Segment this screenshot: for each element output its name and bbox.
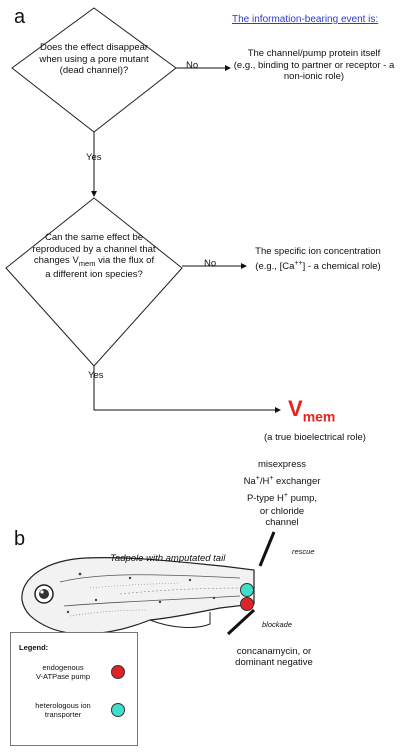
panel-b-label: b <box>14 528 26 550</box>
ptype-post: pump, <box>288 493 318 505</box>
legend-item-2-line2: transporter <box>44 710 82 719</box>
ptype-text: P-type H+ pump, <box>222 489 342 506</box>
result-ion-detail-sup: ++ <box>294 259 303 267</box>
result-ion-detail-post: ] - a chemical role) <box>302 260 381 272</box>
legend-item-1: endogenous V-ATPase pump <box>21 663 105 681</box>
exchanger-text: Na+/H+ exchanger <box>222 472 342 489</box>
result-ion-detail-pre: (e.g., [Ca <box>255 260 295 272</box>
result-protein-title: The channel/pump protein itself <box>247 48 381 59</box>
no-label-1: No <box>186 60 199 71</box>
yes-label-1: Yes <box>86 152 102 163</box>
no-label-2: No <box>204 258 217 269</box>
chloride-line2: channel <box>265 517 299 529</box>
misexpress-block: misexpress Na+/H+ exchanger P-type H+ pu… <box>222 458 342 528</box>
legend-item-2-line1: heterologous ion <box>35 701 91 710</box>
legend-item-1-line1: endogenous <box>42 663 84 672</box>
decision-diamond-2 <box>5 197 183 367</box>
exchanger-sup2: + <box>269 475 274 482</box>
info-event-header: The information-bearing event is: <box>232 14 379 25</box>
blockade-label: blockade <box>262 620 293 629</box>
chloride-line1: or chloride <box>259 506 305 518</box>
question-2-tail: via the flux of a different ion species? <box>45 255 155 281</box>
vmem-result: Vmem <box>288 396 335 424</box>
exchanger-pre: Na <box>243 476 256 488</box>
exchanger-post: exchanger <box>273 476 321 488</box>
vmem-main: V <box>288 396 303 421</box>
panel-a-label: a <box>14 6 26 28</box>
question-2-sub: mem <box>78 258 96 268</box>
legend-red-dot <box>111 665 125 679</box>
rescue-label: rescue <box>292 547 315 556</box>
question-2: Can the same effect be reproduced by a c… <box>30 232 158 281</box>
legend-title: Legend: <box>19 643 49 652</box>
question-2-text: Can the same effect be reproduced by a c… <box>32 232 156 266</box>
vatpase-pump-dot <box>240 597 254 611</box>
misexpress-text: misexpress <box>257 459 307 470</box>
legend-cyan-dot <box>111 703 125 717</box>
vmem-sub: mem <box>302 408 336 425</box>
heterologous-transporter-dot <box>240 583 254 597</box>
result-ion-detail: (e.g., [Ca++] - a chemical role) <box>248 258 388 273</box>
ptype-pre: P-type H <box>246 493 284 505</box>
result-protein-detail: (e.g., binding to partner or receptor - … <box>233 59 395 83</box>
blocker-line1: concanamycin, or <box>236 646 312 657</box>
tadpole-drawing <box>21 557 255 635</box>
legend-box: Legend: endogenous V-ATPase pump heterol… <box>10 632 138 746</box>
legend-item-1-line2: V-ATPase pump <box>35 672 91 681</box>
result-protein: The channel/pump protein itself (e.g., b… <box>232 48 396 83</box>
blocker-line2: dominant negative <box>235 657 313 668</box>
ptype-sup: + <box>283 492 288 500</box>
legend-item-2: heterologous ion transporter <box>21 701 105 719</box>
result-ion-title: The specific ion concentration <box>255 246 381 257</box>
tadpole-caption: Tadpole with amputated tail <box>110 553 226 564</box>
vmem-caption: (a true bioelectrical role) <box>264 432 366 443</box>
exchanger-sup1: + <box>255 475 260 482</box>
question-1: Does the effect disappear when using a p… <box>39 42 149 76</box>
blocker-block: concanamycin, or dominant negative <box>214 646 334 668</box>
exchanger-mid: /H <box>259 476 270 488</box>
result-ion: The specific ion concentration (e.g., [C… <box>248 246 388 272</box>
yes-label-2: Yes <box>88 370 104 381</box>
